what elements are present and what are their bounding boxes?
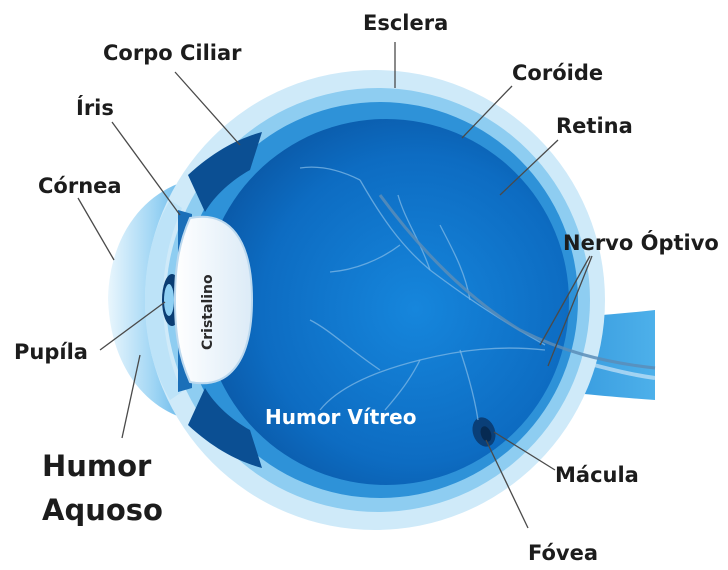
- label-humor-aquoso-line2: Aquoso: [42, 493, 163, 527]
- label-fovea: Fóvea: [528, 541, 598, 565]
- leader-cornea: [78, 198, 114, 260]
- label-humor-vitreo: Humor Vítreo: [265, 405, 416, 429]
- leader-corpo-ciliar: [175, 72, 240, 145]
- label-cornea: Córnea: [38, 174, 122, 198]
- label-esclera: Esclera: [363, 11, 448, 35]
- leader-iris: [112, 122, 180, 215]
- label-nervo-optivo: Nervo Óptivo: [563, 230, 719, 255]
- label-humor-aquoso-line1: Humor: [42, 449, 152, 483]
- label-cristalino: Cristalino: [200, 274, 216, 350]
- pupil-highlight: [164, 284, 174, 316]
- label-pupila: Pupíla: [14, 340, 88, 364]
- label-retina: Retina: [556, 114, 633, 138]
- label-corpo-ciliar: Corpo Ciliar: [103, 41, 242, 65]
- vitreous-body: [203, 119, 569, 485]
- label-coroide: Coróide: [512, 61, 603, 85]
- label-iris: Íris: [76, 95, 114, 120]
- label-macula: Mácula: [555, 463, 639, 487]
